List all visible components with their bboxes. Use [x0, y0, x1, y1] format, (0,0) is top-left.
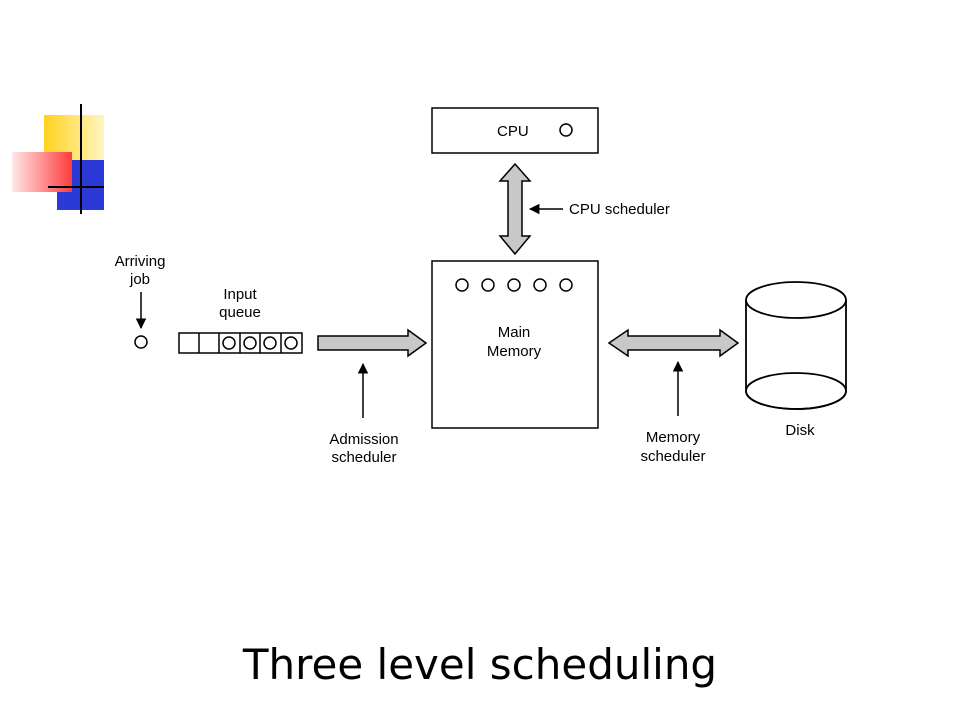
- queue-job-circle: [263, 336, 277, 350]
- memory-job-circle: [507, 278, 521, 292]
- admission-scheduler-label-line2: scheduler: [331, 449, 396, 466]
- memory-scheduler-label-line2: scheduler: [640, 448, 705, 465]
- cpu-box: CPU: [431, 107, 599, 154]
- memory-job-circle: [455, 278, 469, 292]
- input-queue-label-line1: Input: [223, 286, 257, 303]
- disk-cylinder: [745, 281, 847, 410]
- memory-disk-double-arrow: [607, 328, 740, 358]
- memory-job-circle: [481, 278, 495, 292]
- queue-job-circle: [243, 336, 257, 350]
- cpu-memory-double-arrow: [498, 162, 532, 256]
- admission-scheduler-label-line1: Admission: [329, 431, 398, 448]
- admission-arrow: [317, 328, 428, 358]
- input-queue: [178, 332, 303, 354]
- memory-job-circle: [533, 278, 547, 292]
- main-memory-label-line2: Memory: [487, 343, 542, 360]
- main-memory-label-line1: Main: [498, 324, 531, 341]
- queue-job-circle: [284, 336, 298, 350]
- input-queue-label-line2: queue: [219, 304, 261, 321]
- deco-red-square: [12, 152, 72, 192]
- slide-title: Three level scheduling: [242, 640, 718, 689]
- disk-label: Disk: [785, 422, 815, 439]
- cpu-scheduler-label: CPU scheduler: [569, 201, 670, 218]
- arriving-job-circle: [134, 335, 148, 349]
- main-memory-box: Main Memory: [431, 260, 599, 429]
- queue-job-circle: [222, 336, 236, 350]
- memory-scheduler-label-line1: Memory: [646, 429, 701, 446]
- arriving-job-label-line1: Arriving: [115, 253, 166, 270]
- arriving-job-label-line2: job: [129, 271, 150, 288]
- corner-decoration-logo: [12, 104, 104, 214]
- cpu-label: CPU: [497, 123, 529, 140]
- memory-job-circle: [559, 278, 573, 292]
- cpu-process-circle: [559, 123, 573, 137]
